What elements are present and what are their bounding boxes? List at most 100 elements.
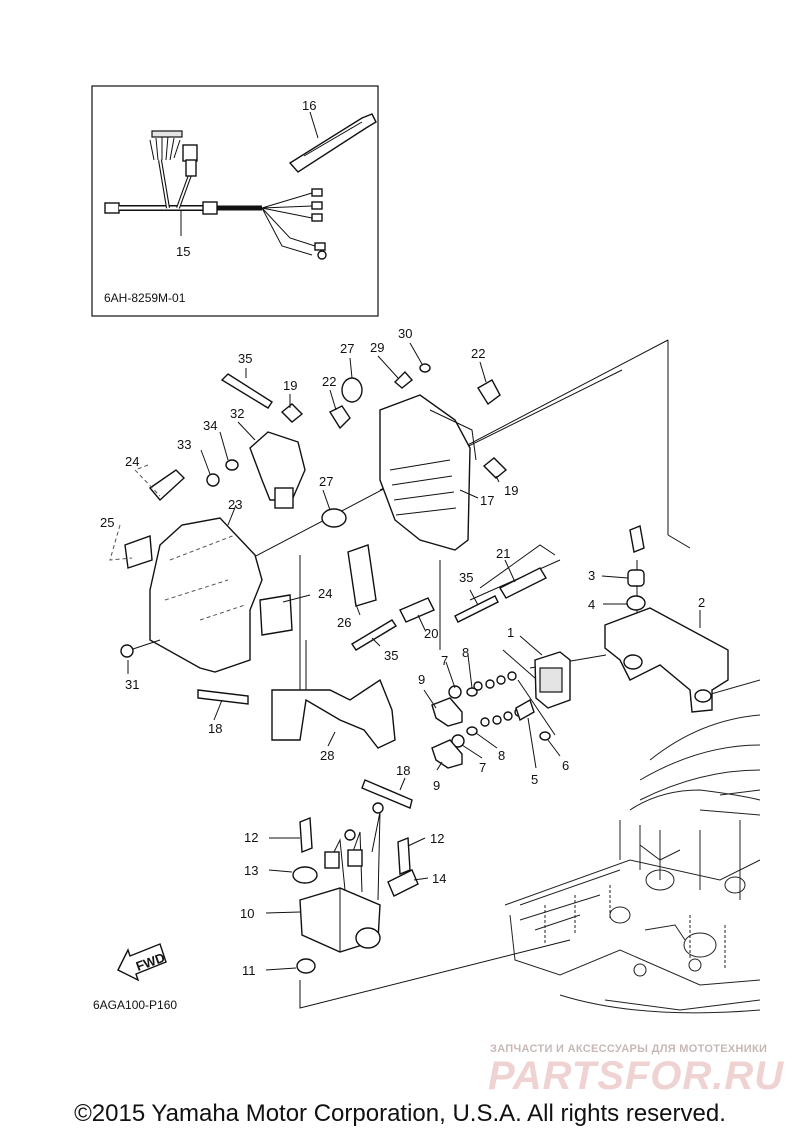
terminals-group bbox=[473, 671, 524, 727]
nut-part-7-lower bbox=[451, 734, 465, 748]
collar-part-11 bbox=[296, 958, 316, 974]
tie-strap-part-35-lower bbox=[351, 619, 397, 651]
collar-part-3 bbox=[627, 569, 645, 587]
label-part-24-lower bbox=[259, 594, 293, 636]
callout-24-lower: 24 bbox=[318, 586, 332, 601]
callout-14: 14 bbox=[432, 871, 446, 886]
watermark-brand: PARTSFOR.RU bbox=[488, 1054, 785, 1098]
collar-part-21 bbox=[499, 567, 547, 599]
label-part-24-upper bbox=[148, 469, 186, 502]
bracket-part-2 bbox=[604, 607, 729, 713]
callout-35-upper: 35 bbox=[238, 351, 252, 366]
callout-35-right: 35 bbox=[459, 570, 473, 585]
callout-35-lower: 35 bbox=[384, 648, 398, 663]
callout-labels: 15 16 35 19 27 22 29 30 22 32 34 33 24 2… bbox=[100, 98, 705, 978]
tie-strap-part-35-right bbox=[454, 595, 499, 623]
callout-18-right: 18 bbox=[396, 763, 410, 778]
copyright-notice: ©2015 Yamaha Motor Corporation, U.S.A. A… bbox=[74, 1100, 726, 1127]
callout-26: 26 bbox=[337, 615, 351, 630]
bolt-part-12-right bbox=[397, 836, 411, 876]
washer-part-8-lower bbox=[466, 726, 478, 736]
wire-harness-part-15 bbox=[104, 130, 327, 260]
callout-8-lower: 8 bbox=[498, 748, 505, 763]
callout-28: 28 bbox=[320, 748, 334, 763]
holder-part-32 bbox=[249, 431, 306, 501]
collar-part-19-left bbox=[280, 403, 304, 423]
plate-part-14 bbox=[387, 869, 419, 897]
callout-5: 5 bbox=[531, 772, 538, 787]
callout-23: 23 bbox=[228, 497, 242, 512]
grommet-part-4 bbox=[626, 595, 646, 611]
callout-27-upper: 27 bbox=[340, 341, 354, 356]
callout-7-upper: 7 bbox=[441, 653, 448, 668]
cap-part-9-lower bbox=[431, 739, 463, 769]
collar-part-13 bbox=[292, 866, 318, 884]
clamp-part-22-right bbox=[477, 379, 501, 406]
bolt-upper-right bbox=[629, 525, 645, 553]
washer-part-34 bbox=[225, 459, 239, 471]
callout-30: 30 bbox=[398, 326, 412, 341]
grommet-part-27-lower bbox=[321, 508, 347, 528]
washer-part-8-upper bbox=[466, 687, 478, 697]
callout-34: 34 bbox=[203, 418, 217, 433]
tie-strap-part-18-lower bbox=[361, 779, 413, 809]
cover-part-23 bbox=[149, 517, 263, 673]
callout-11: 11 bbox=[242, 963, 256, 978]
harness-inset bbox=[91, 85, 379, 317]
grommet-part-27-upper bbox=[341, 377, 363, 403]
fwd-arrow-icon: FWD bbox=[117, 943, 167, 982]
engine-block-outline bbox=[504, 679, 761, 1014]
clamp-part-22-left bbox=[328, 405, 351, 430]
callout-15: 15 bbox=[176, 244, 190, 259]
bracket-part-28 bbox=[271, 678, 396, 749]
callout-16: 16 bbox=[302, 98, 316, 113]
callout-17: 17 bbox=[480, 493, 494, 508]
callout-6: 6 bbox=[562, 758, 569, 773]
label-part-25 bbox=[124, 535, 153, 569]
rectifier-part-10 bbox=[299, 802, 384, 953]
bolt-part-29 bbox=[393, 370, 414, 389]
callout-4: 4 bbox=[588, 597, 595, 612]
callout-32: 32 bbox=[230, 406, 244, 421]
callout-12-right: 12 bbox=[430, 831, 444, 846]
callout-18-left: 18 bbox=[208, 721, 222, 736]
diagram-code: 6AGA100-P160 bbox=[93, 998, 177, 1012]
callout-10: 10 bbox=[240, 906, 254, 921]
callout-33: 33 bbox=[177, 437, 191, 452]
bolt-part-31 bbox=[120, 644, 134, 658]
callout-7-lower: 7 bbox=[479, 760, 486, 775]
callout-9-upper: 9 bbox=[418, 672, 425, 687]
bracket-part-17 bbox=[379, 394, 471, 551]
leader-lines bbox=[109, 111, 701, 971]
inset-diagram-code: 6AH-8259M-01 bbox=[104, 291, 186, 305]
callout-1: 1 bbox=[507, 625, 514, 640]
screw-part-33 bbox=[206, 473, 220, 487]
callout-12-left: 12 bbox=[244, 830, 258, 845]
callout-19-left: 19 bbox=[283, 378, 297, 393]
nut-part-7-upper bbox=[448, 685, 462, 699]
callout-22-left: 22 bbox=[322, 374, 336, 389]
washer-part-6 bbox=[539, 731, 551, 741]
callout-31: 31 bbox=[125, 677, 139, 692]
collar-part-19-right bbox=[482, 457, 508, 479]
callout-29: 29 bbox=[370, 340, 384, 355]
callout-19-right: 19 bbox=[504, 483, 518, 498]
tie-strap-part-35-upper bbox=[220, 373, 273, 409]
callout-8-upper: 8 bbox=[462, 645, 469, 660]
cap-part-9-upper bbox=[431, 697, 463, 727]
tie-strap-part-18-upper bbox=[197, 689, 249, 705]
washer-part-30 bbox=[419, 363, 431, 373]
callout-24-upper: 24 bbox=[125, 454, 139, 469]
callout-20: 20 bbox=[424, 626, 438, 641]
callout-3: 3 bbox=[588, 568, 595, 583]
bolt-part-12-left bbox=[299, 816, 313, 854]
callout-27-lower: 27 bbox=[319, 474, 333, 489]
callout-22-right: 22 bbox=[471, 346, 485, 361]
callout-13: 13 bbox=[244, 863, 258, 878]
callout-2: 2 bbox=[698, 595, 705, 610]
callout-25: 25 bbox=[100, 515, 114, 530]
bolt-part-5 bbox=[515, 698, 535, 722]
callout-21: 21 bbox=[496, 546, 510, 561]
bracket-part-26 bbox=[347, 544, 377, 607]
